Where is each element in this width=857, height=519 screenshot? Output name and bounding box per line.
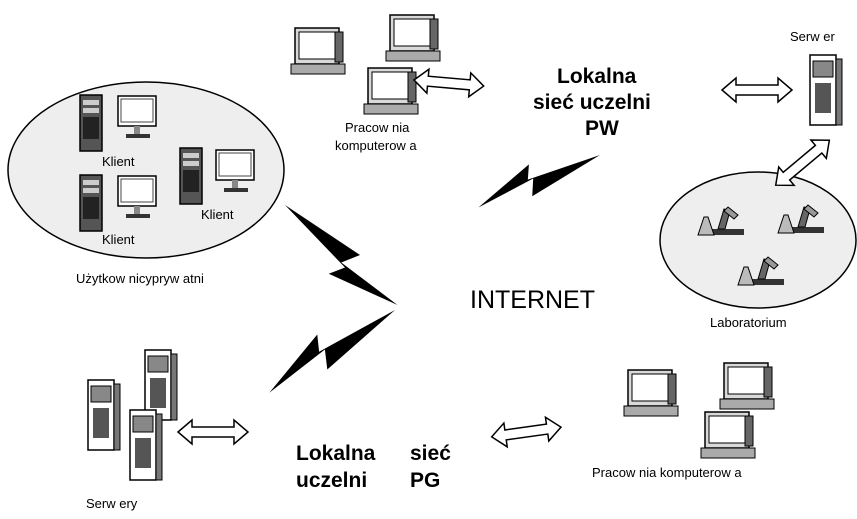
pg-network-line2b: PG: [410, 469, 441, 492]
pw-lab-caption-2: komputerow a: [335, 138, 417, 153]
pg-lab-caption: Pracow nia komputerow a: [592, 465, 742, 480]
arrow-pw-lab: [412, 67, 486, 99]
arrow-pg-lab: [489, 414, 564, 450]
client-label-1: Klient: [102, 154, 135, 169]
arrow-pw-server: [721, 77, 793, 103]
bolt-pg: [269, 284, 395, 419]
bolt-pw: [478, 117, 600, 245]
arrow-pg-servers: [177, 419, 249, 445]
laboratory-caption: Laboratorium: [710, 315, 787, 330]
laboratory-group: [659, 171, 857, 309]
pw-network-line3: PW: [585, 117, 619, 140]
private-users-group: [7, 81, 285, 259]
bolt-private: [285, 205, 398, 305]
internet-label: INTERNET: [470, 286, 595, 314]
pg-network-line1: Lokalna: [296, 442, 376, 465]
pw-lab-caption-1: Pracow nia: [345, 120, 410, 135]
pg-network-line1b: sieć: [410, 442, 451, 465]
pw-network-line1: Lokalna: [557, 65, 637, 88]
client-label-3: Klient: [102, 232, 135, 247]
pg-network-line2: uczelni: [296, 469, 368, 492]
server-pw-caption: Serw er: [790, 29, 835, 44]
servers-pg-caption: Serw ery: [86, 496, 138, 511]
private-users-caption: Użytkow nicypryw atni: [76, 271, 204, 286]
pw-network-line2: sieć uczelni: [533, 91, 651, 114]
client-label-2: Klient: [201, 207, 234, 222]
